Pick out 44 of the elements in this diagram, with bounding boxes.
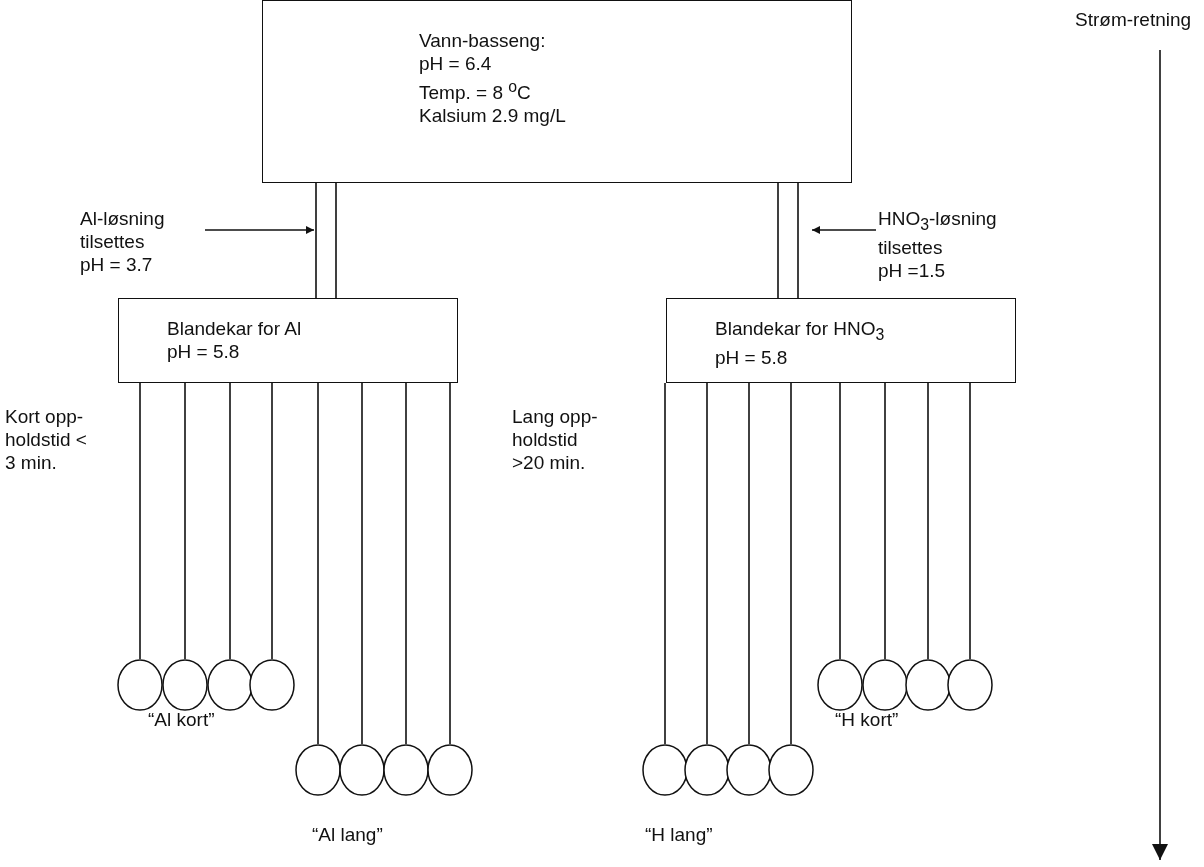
double-pipe bbox=[315, 182, 337, 299]
pipe-line bbox=[271, 382, 273, 660]
pipe-line bbox=[790, 382, 792, 745]
mixing-tank-box bbox=[118, 298, 458, 383]
pipe-line bbox=[317, 382, 319, 745]
mixing-tank-box bbox=[666, 298, 1016, 383]
pipe-line bbox=[748, 382, 750, 745]
pipe-line bbox=[405, 382, 407, 745]
pipe-line bbox=[184, 382, 186, 660]
residence-time-note: Lang opp- holdstid >20 min. bbox=[512, 405, 599, 474]
group-label: “Al lang” bbox=[312, 823, 384, 846]
node-text: pH = 5.8 bbox=[167, 340, 241, 363]
node-text: Blandekar for Al bbox=[167, 317, 303, 340]
water-basin-box bbox=[262, 0, 852, 183]
node-text: Al-løsning bbox=[80, 207, 166, 230]
pipe-line bbox=[361, 382, 363, 745]
node-text: pH = 3.7 bbox=[80, 253, 154, 276]
inlet-arrow bbox=[204, 226, 315, 234]
node-text: Kalsium 2.9 mg/L bbox=[419, 104, 567, 128]
pipe-line bbox=[664, 382, 666, 745]
node-text: pH =1.5 bbox=[878, 258, 947, 282]
pipe-line bbox=[839, 382, 841, 660]
pipe-line bbox=[969, 382, 971, 660]
group-label: “H lang” bbox=[645, 823, 714, 846]
pipe-line bbox=[706, 382, 708, 745]
pipe-line bbox=[449, 382, 451, 745]
pipe-line bbox=[927, 382, 929, 660]
residence-time-note: Kort opp- holdstid < 3 min. bbox=[5, 405, 88, 474]
node-text: pH = 6.4 bbox=[419, 52, 493, 75]
node-text: tilsettes bbox=[80, 230, 146, 253]
double-pipe bbox=[777, 182, 799, 299]
pipe-line bbox=[884, 382, 886, 660]
node-text: tilsettes bbox=[878, 235, 944, 259]
pipe-line bbox=[139, 382, 141, 660]
group-label: “Al kort” bbox=[148, 708, 216, 731]
node-text: Vann-basseng: bbox=[419, 29, 547, 52]
pipe-line bbox=[229, 382, 231, 660]
node-text: Temp. = 8 $^{o}$C bbox=[419, 77, 532, 105]
node-text: Blandekar for HNO$_{3}$ bbox=[715, 317, 886, 345]
group-label: “H kort” bbox=[835, 708, 900, 731]
flow-direction-label: Strøm-retning bbox=[1075, 8, 1193, 31]
node-text: pH = 5.8 bbox=[715, 345, 789, 369]
node-text: HNO$_{3}$-løsning bbox=[878, 207, 998, 235]
inlet-arrow bbox=[811, 226, 877, 234]
